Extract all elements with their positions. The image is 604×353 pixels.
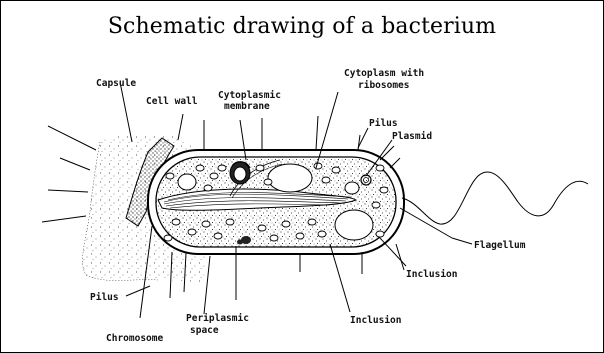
inclusion-body (345, 182, 359, 194)
label-cytoplasmic-membrane-2: membrane (224, 101, 270, 112)
flagellum (402, 172, 588, 224)
inclusion-body (268, 164, 312, 192)
mesosome (230, 162, 250, 184)
label-pilus-bottom: Pilus (90, 292, 119, 303)
label-inclusion-bottom: Inclusion (350, 315, 401, 326)
inclusion-body (335, 210, 373, 240)
label-cell-wall: Cell wall (146, 96, 198, 107)
inclusion-body (178, 174, 196, 190)
label-inclusion-right: Inclusion (406, 269, 457, 280)
label-chromosome: Chromosome (106, 333, 163, 344)
label-pilus-top: Pilus (369, 118, 398, 129)
capsule-pointer-lines (42, 126, 96, 222)
label-periplasmic-2: space (190, 325, 219, 336)
label-plasmid: Plasmid (392, 131, 432, 142)
label-periplasmic-1: Periplasmic (186, 313, 249, 324)
label-cytoplasm-1: Cytoplasm with (344, 68, 424, 79)
label-cytoplasm-2: ribosomes (358, 80, 409, 91)
label-capsule: Capsule (96, 78, 136, 89)
label-flagellum: Flagellum (474, 240, 526, 251)
label-cytoplasmic-membrane-1: Cytoplasmic (218, 90, 281, 101)
